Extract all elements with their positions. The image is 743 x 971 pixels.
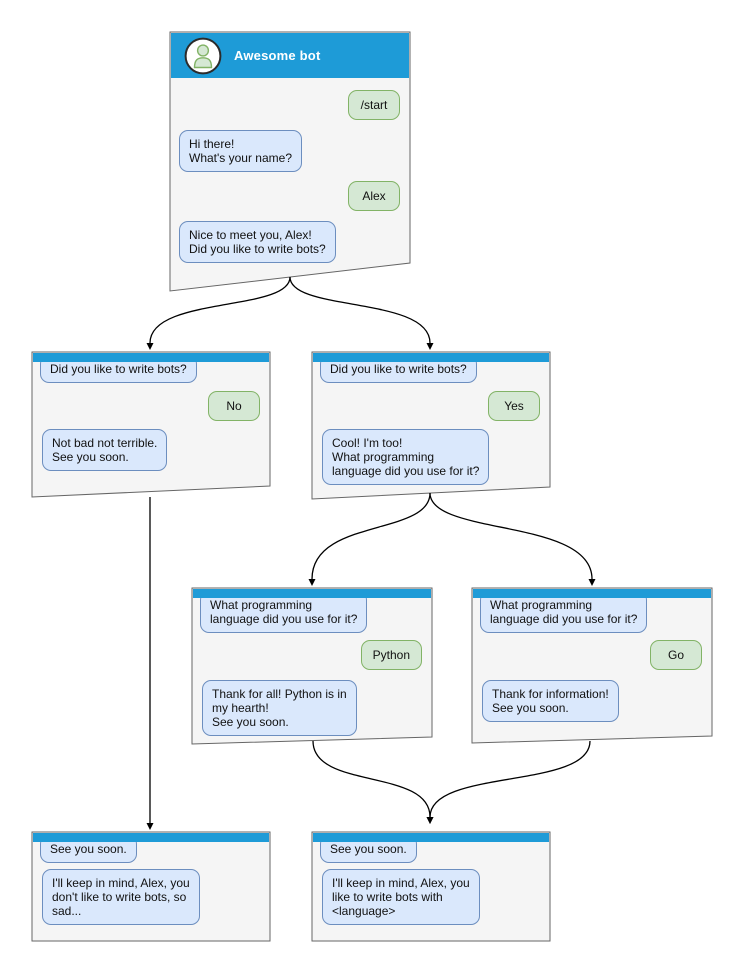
user-message-answer: Python [360, 640, 422, 670]
arrow-yes-to-go [429, 492, 596, 586]
user-message-answer: No [208, 391, 260, 421]
chat-window-branch-go: What programming language did you use fo… [472, 588, 712, 743]
chat-window-titlebar [313, 353, 549, 362]
arrow-main-to-yes [289, 276, 434, 350]
arrow-yes-to-python [308, 492, 431, 586]
bot-message-response: Thank for information! See you soon. [482, 680, 619, 722]
chat-window-main: Awesome bot /start Hi there! What's your… [170, 32, 410, 291]
user-message-answer: Go [650, 640, 702, 670]
person-icon [184, 37, 222, 74]
bot-message-response: Not bad not terrible. See you soon. [42, 429, 168, 471]
chat-window-branch-python: What programming language did you use fo… [192, 588, 432, 744]
bot-message-question: Nice to meet you, Alex! Did you like to … [179, 221, 336, 263]
chat-window-end-yes: See you soon. I'll keep in mind, Alex, y… [312, 832, 550, 941]
chat-window-end-no: See you soon. I'll keep in mind, Alex, y… [32, 832, 270, 941]
user-message-start: /start [348, 90, 400, 120]
chat-window-titlebar [33, 353, 269, 362]
chat-window-titlebar [473, 589, 711, 598]
bot-message-question: What programming language did you use fo… [480, 591, 648, 633]
bot-message-response: I'll keep in mind, Alex, you like to wri… [322, 869, 480, 925]
user-message-name: Alex [348, 181, 400, 211]
chat-window-title: Awesome bot [234, 48, 321, 63]
user-message-answer: Yes [488, 391, 540, 421]
arrow-python-to-end [312, 740, 434, 824]
bot-message-response: Thank for all! Python is in my hearth! S… [202, 680, 357, 736]
bot-message-question: What programming language did you use fo… [200, 591, 368, 633]
chat-window-titlebar [193, 589, 431, 598]
chat-window-branch-yes: Did you like to write bots? Yes Cool! I'… [312, 352, 550, 499]
chat-window-branch-no: Did you like to write bots? No Not bad n… [32, 352, 270, 497]
bot-message-greeting: Hi there! What's your name? [179, 130, 303, 172]
chat-window-titlebar [33, 833, 269, 842]
bot-message-response: I'll keep in mind, Alex, you don't like … [42, 869, 200, 925]
bot-message-response: Cool! I'm too! What programming language… [322, 429, 490, 485]
chat-window-main-header: Awesome bot [171, 33, 409, 78]
arrow-main-to-no [146, 276, 291, 350]
chat-window-titlebar [313, 833, 549, 842]
arrow-go-to-end [426, 740, 591, 824]
